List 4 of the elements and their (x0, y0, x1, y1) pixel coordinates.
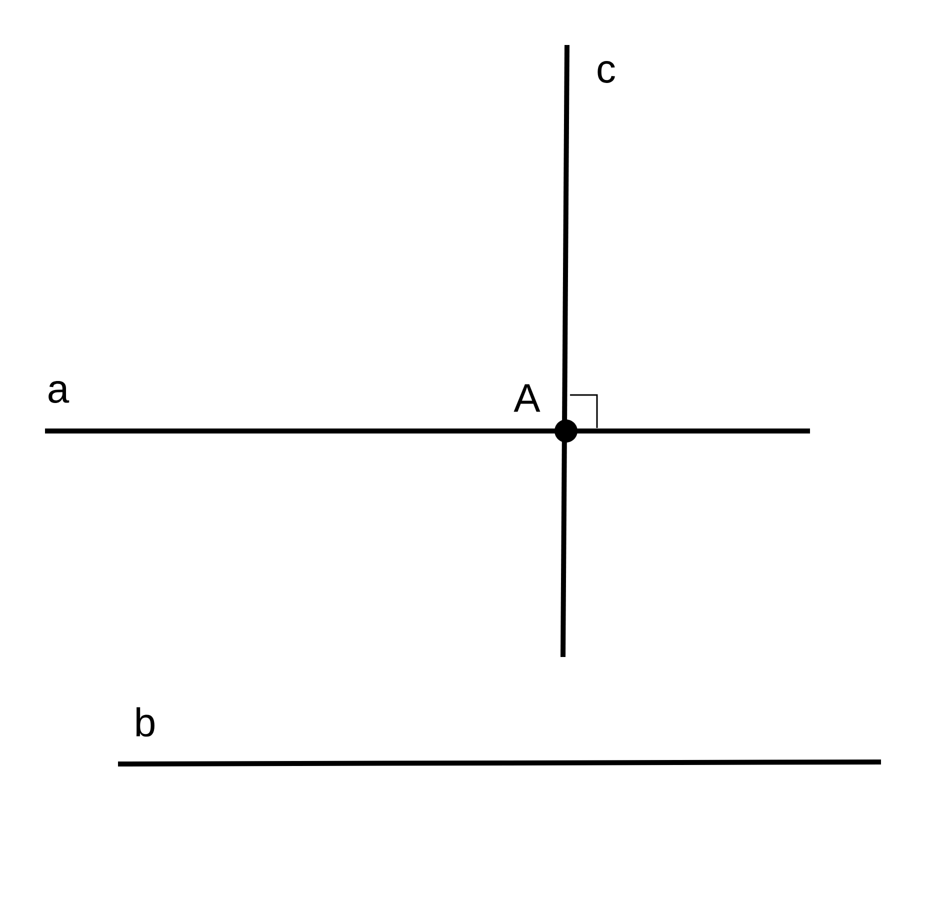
line-label: b (136, 707, 154, 737)
point-label: A (514, 384, 540, 412)
line-label: a (48, 381, 70, 403)
line-label: c (598, 61, 615, 83)
